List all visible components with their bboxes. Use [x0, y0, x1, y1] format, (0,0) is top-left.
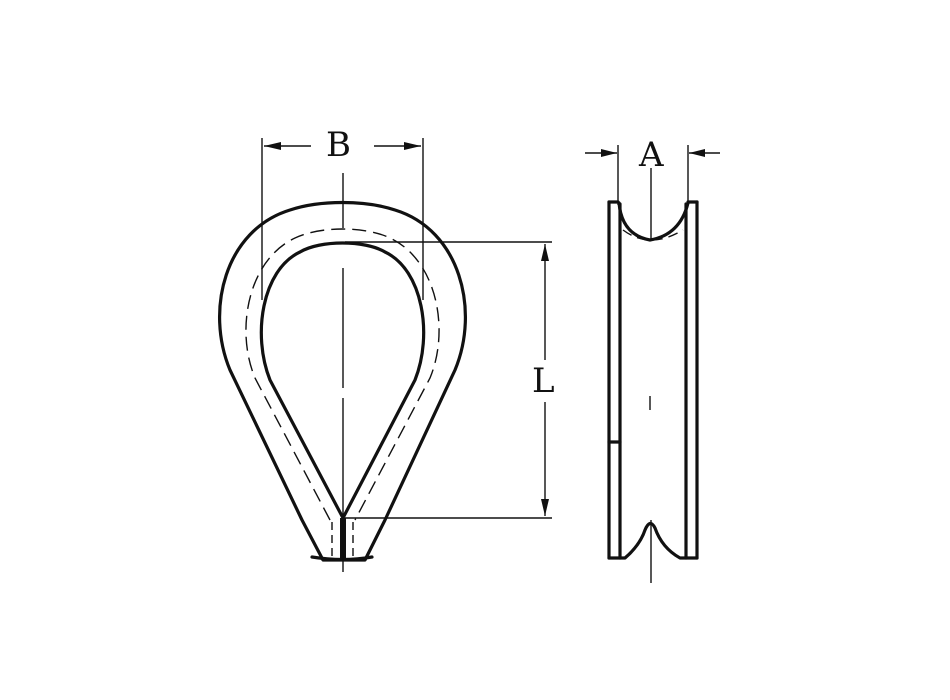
side-view [607, 168, 699, 583]
a-arrow-right-icon [689, 149, 705, 157]
groove-top-hidden [622, 229, 684, 241]
groove-bottom [607, 521, 699, 560]
l-arrow-bottom-icon [541, 499, 549, 516]
a-arrow-left-icon [601, 149, 617, 157]
dimension-b [261, 138, 424, 300]
groove-hidden-line [245, 228, 440, 521]
b-arrow-left-icon [264, 142, 281, 150]
dimension-label-b: B [326, 125, 351, 165]
inner-contour [259, 241, 426, 520]
outer-contour [218, 200, 467, 562]
l-arrow-top-icon [541, 244, 549, 261]
dimension-label-l: L [532, 361, 555, 401]
dimension-label-a: A [639, 135, 664, 175]
dimension-a [585, 145, 720, 205]
b-arrow-right-icon [404, 142, 421, 150]
groove-top [617, 201, 690, 242]
dimension-l [345, 241, 552, 519]
front-view [218, 173, 467, 572]
